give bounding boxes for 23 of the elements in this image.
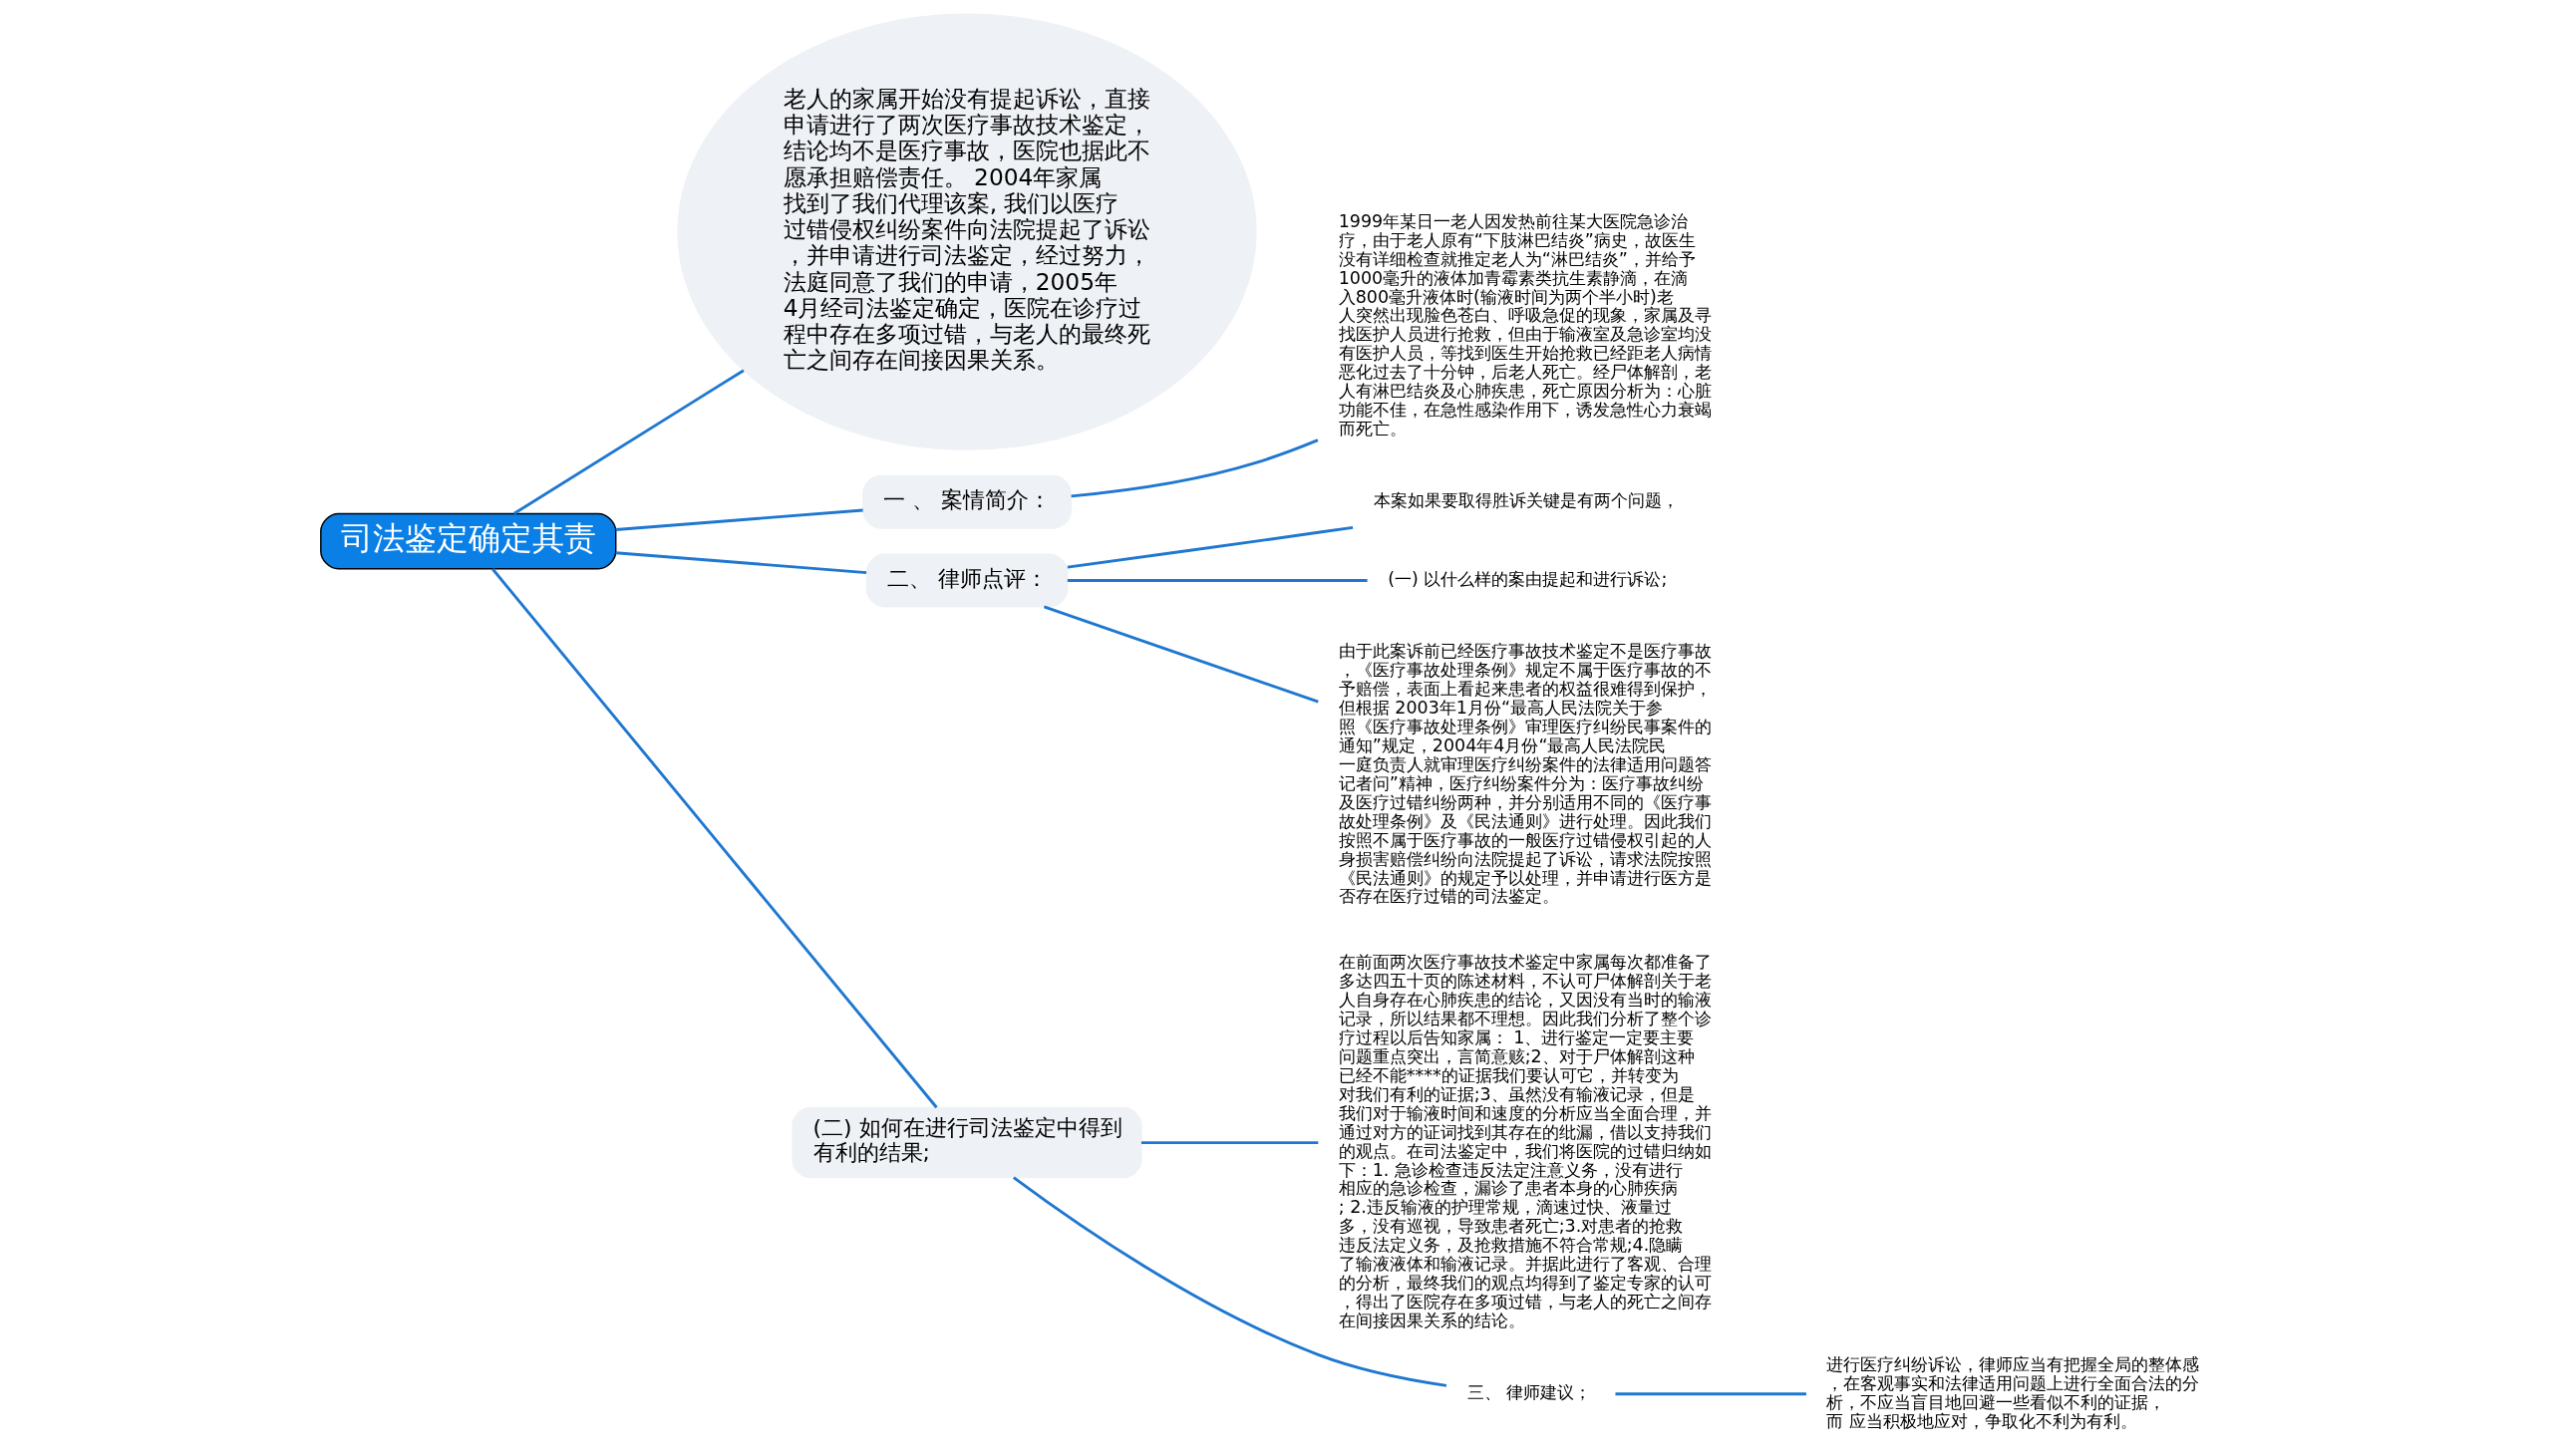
node-text: 1999年某日一老人因发热前往某大医院急诊治疗，由于老人原有“下肢淋巴结炎”病史，故医生没有详细检查就推定老人为“淋巴结炎”，并给予1000毫升的液体加青霉素类抗生素静滴，在滴入800毫升液体时(输液时间为两个半小时)老人突然出现脸色苍白、呼吸急促的现象，家属及寻找医护人员进行抢救，但由于输液室及急诊室均没有医护人员，等找到医生开始抢救已经距老人病情恶化过去了十分钟，后老人死亡。经尸体解剖，老人有淋巴结炎及心肺疾患，死亡原因分析为：心脏功能不佳，在急性感染作用下，诱发急性心力衰竭而死亡。 [1338,210,1712,439]
connector [1043,605,1319,704]
connector [1067,525,1353,569]
connector [490,568,938,1109]
node-text: 本案如果要取得胜诉关键是有两个问题， [1373,490,1679,511]
connector [1614,1392,1806,1396]
node-text: 三、 律师建议； [1466,1382,1591,1403]
node-box: 司法鉴定确定其责 [319,512,616,570]
node-text: 由于此案诉前已经医疗事故技术鉴定不是医疗事故，《医疗事故处理条例》规定不属于医疗事故的不予赔偿，表面上看起来患者的权益很难得到保护，但根据 2003年1月份“最高人民法院关于参照《医疗事故处理条例》审理医疗纠纷民事案件的通知”规定，2004年4月份“最高人民法院民一庭负责人就审理医疗纠纷案件的法律适用问题答记者问”精神，医疗纠纷案件分为：医疗事故纠纷及医疗过错纠纷两种，并分别适用不同的《医疗事故处理条例》及《民法通则》进行处理。因此我们按照不属于医疗事故的一般医疗过错侵权引起的人身损害赔偿纠纷向法院提起了诉讼，请求法院按照《民法通则》的规定予以处理，并申请进行医方是否存在医疗过错的司法鉴定。 [1338,641,1712,907]
node-text: 进行医疗纠纷诉讼，律师应当有把握全局的整体感，在客观事实和法律适用问题上进行全面合法的分析，不应当盲目地回避一些看似不利的证据，而 应当积极地应对，争取化不利为有利。 [1825,1353,2199,1431]
connector [1140,1141,1318,1145]
node-box: 一 、 案情简介： [861,474,1072,529]
node-box: 二、 律师点评： [865,553,1068,608]
connector [615,551,866,575]
node-ellipse: 老人的家属开始没有提起诉讼，直接申请进行了两次医疗事故技术鉴定，结论均不是医疗事故，医院也据此不愿承担赔偿责任。 2004年家属找到了我们代理该案, 我们以医疗过错侵权纠纷案件向法院提起了诉讼，并申请进行司法鉴定，经过努力，法庭同意了我们的申请，2005年4月经司法鉴定确定，医院在诊疗过程中存在多项过错，与老人的最终死亡之间存在间接因果关系。 [676,13,1257,450]
connector [1070,438,1318,498]
connector [1067,579,1368,582]
node-text: 在前面两次医疗事故技术鉴定中家属每次都准备了多达四五十页的陈述材料，不认可尸体解剖关于老人自身存在心肺疾患的结论，又因没有当时的输液记录，所以结果都不理想。因此我们分析了整个诊疗过程以后告知家属： 1、进行鉴定一定要主要问题重点突出，言简意赅;2、对于尸体解剖这种已经不能****的证据我们要认可它，并转变为对我们有利的证据;3、虽然没有输液记录，但是我们对于输液时间和速度的分析应当全面合理，并通过对方的证词找到其存在的纰漏，借以支持我们的观点。在司法鉴定中，我们将医院的过错归纳如下：1. 急诊检查违反法定注意义务，没有进行相应的急诊检查，漏诊了患者本身的心肺疾病; 2.违反输液的护理常规，滴速过快、液量过多，没有巡视，导致患者死亡;3.对患者的抢救违反法定义务，及抢救措施不符合常规;4.隐瞒了输液液体和输液记录。并据此进行了客观、合理的分析，最终我们的观点均得到了鉴定专家的认可，得出了医院存在多项过错，与老人的死亡之间存在间接因果关系的结论。 [1338,952,1712,1331]
connector [1012,1176,1446,1387]
connector [512,369,745,515]
node-text: (一) 以什么样的案由提起和进行诉讼; [1387,569,1667,589]
node-box: (二) 如何在进行司法鉴定中得到有利的结果; [791,1106,1142,1179]
connector [615,508,863,531]
